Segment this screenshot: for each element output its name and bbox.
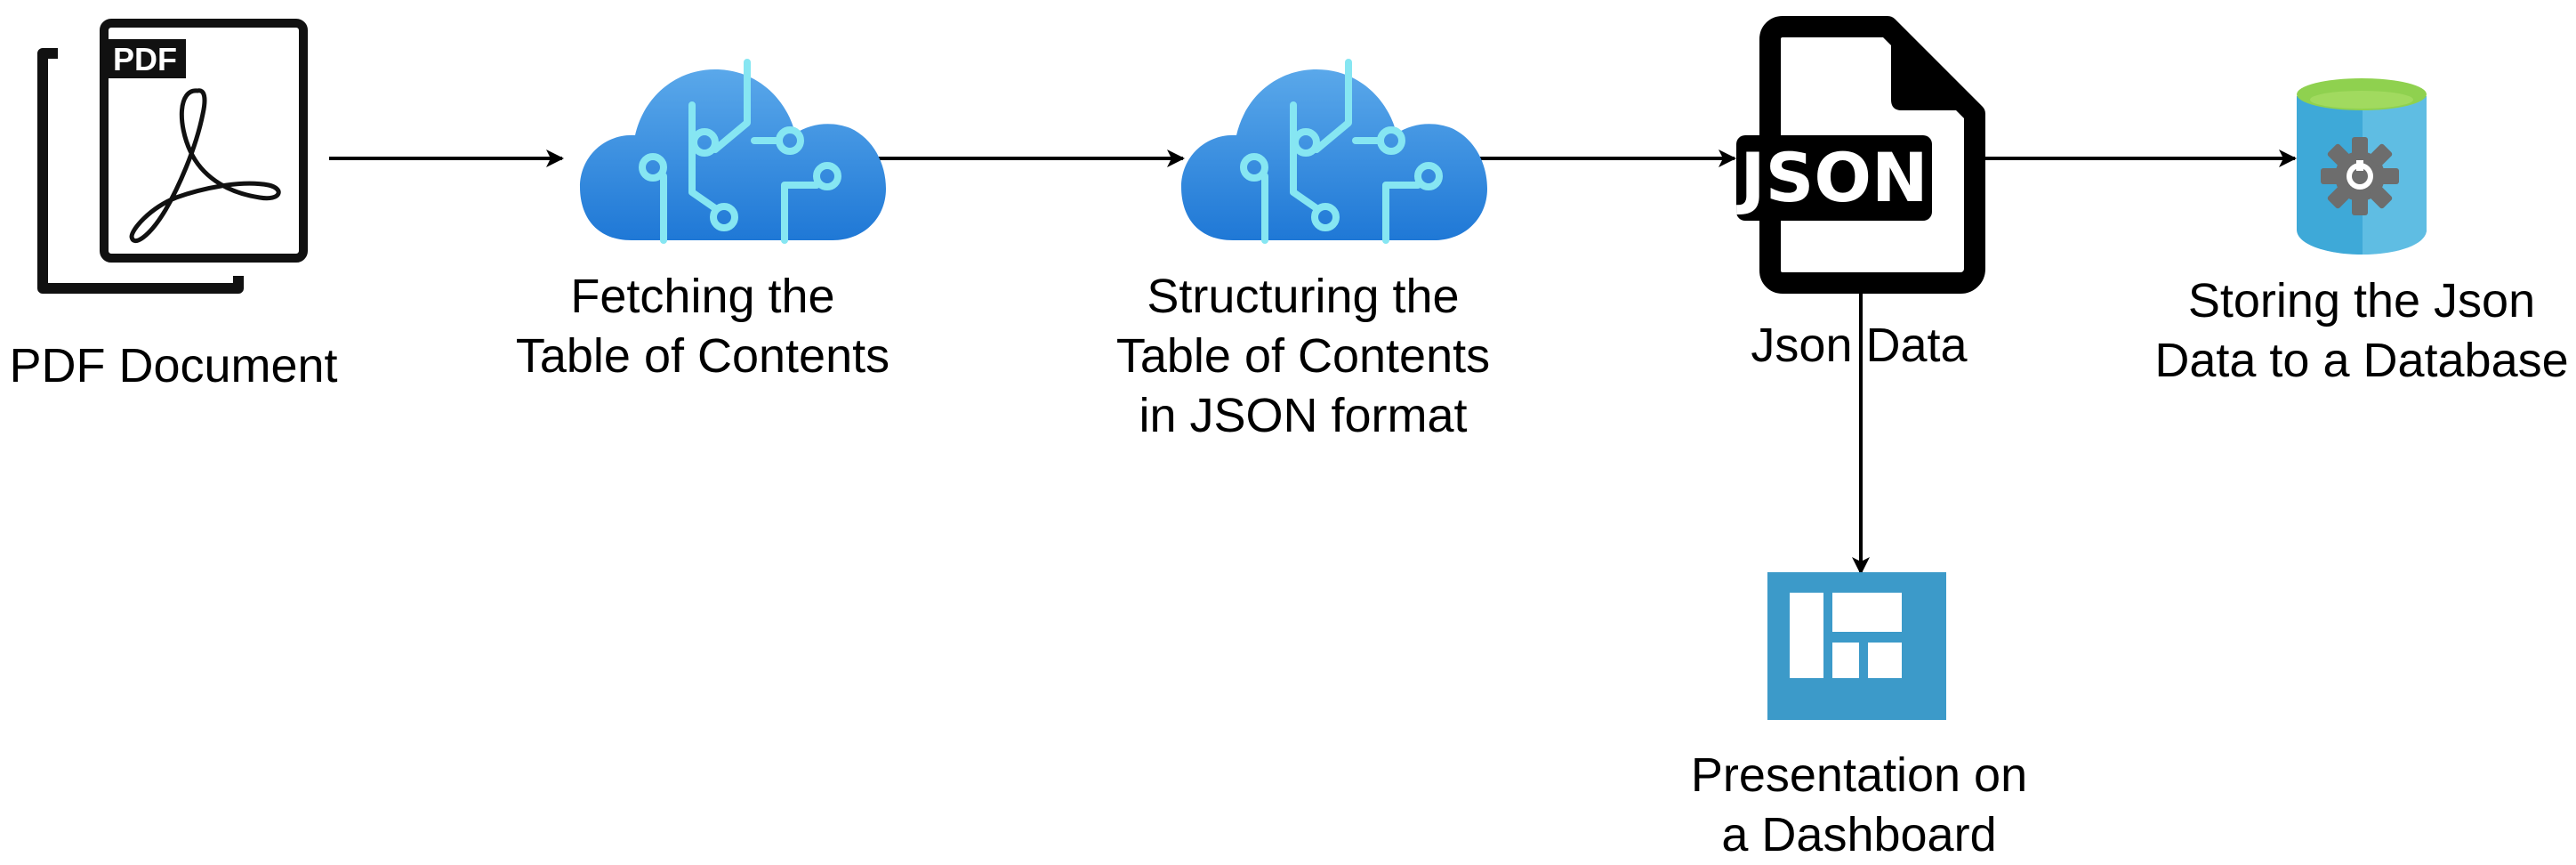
fetch-toc-label: Fetching the Table of Contents bbox=[515, 270, 890, 383]
json-file-icon: JSON bbox=[1735, 16, 1985, 294]
cloud-ai-icon bbox=[580, 62, 886, 240]
cloud-ai-icon bbox=[1181, 62, 1487, 240]
database-gear-icon bbox=[2297, 78, 2427, 255]
json-badge: JSON bbox=[1735, 138, 1928, 217]
pdf-document-label: PDF Document bbox=[9, 339, 338, 392]
json-data-label: Json Data bbox=[1751, 319, 1968, 372]
dashboard-label: Presentation on a Dashboard bbox=[1690, 748, 2028, 861]
store-database-label: Storing the Json Data to a Database bbox=[2154, 274, 2569, 387]
pdf-document-icon: PDF bbox=[37, 19, 308, 294]
structure-toc-label: Structuring the Table of Contents in JSO… bbox=[1115, 270, 1491, 442]
pdf-badge: PDF bbox=[113, 41, 177, 77]
dashboard-icon bbox=[1767, 572, 1946, 720]
